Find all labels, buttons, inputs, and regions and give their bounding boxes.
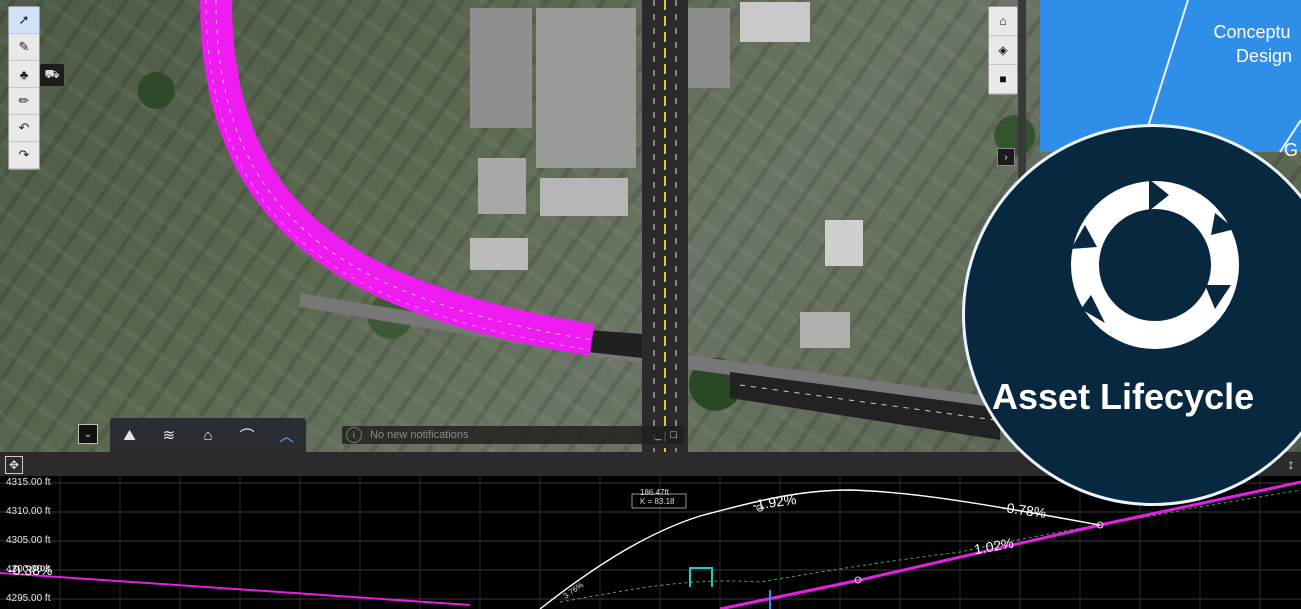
sketch-tool-icon[interactable]: ✏ [9, 88, 39, 115]
profile-alignment[interactable] [719, 480, 1301, 609]
view-cube-icon[interactable]: ◈ [989, 36, 1017, 65]
grade-label: -0.38% [8, 562, 53, 578]
curve-label-line: K = 83.18 [640, 497, 675, 506]
building-block [470, 238, 528, 270]
info-icon: i [346, 427, 362, 443]
asset-lifecycle-title: Asset Lifecycle [992, 376, 1255, 417]
elevation-label: 4295.00 ft [6, 593, 51, 604]
pvi-marker[interactable] [854, 576, 862, 584]
building-block [740, 2, 810, 42]
pvi-marker[interactable] [756, 504, 764, 512]
notification-window-controls[interactable]: _ □ [655, 429, 680, 441]
camera-icon[interactable]: ■ [989, 65, 1017, 94]
home-icon[interactable]: ⌂ [989, 7, 1017, 36]
building-block [540, 178, 628, 216]
layers-icon[interactable]: ≋ [162, 427, 176, 444]
vertical-curve-bracket [631, 493, 687, 509]
notification-text: No new notifications [370, 429, 469, 441]
building-block [800, 312, 850, 348]
elevation-label: 4305.00 ft [6, 535, 51, 546]
building-block [478, 158, 526, 214]
tool-palette: ➚✎♣✏↶↷ [8, 6, 40, 170]
view-controls: ⌂◈■ [988, 6, 1018, 95]
designed-road-segment [588, 330, 642, 358]
elevation-label: 4315.00 ft [6, 477, 51, 488]
parking-lot [536, 8, 636, 168]
elevation-label: 4300.00 ft [6, 564, 51, 575]
redo-tool-icon[interactable]: ↷ [9, 142, 39, 169]
map-overlay-svg [200, 0, 1001, 452]
elevation-label: 4310.00 ft [6, 506, 51, 517]
road-icon[interactable]: ⌒ [239, 427, 255, 445]
object-flyout-icon[interactable]: ⛟ [40, 64, 64, 86]
designed-road-segment [730, 372, 1000, 440]
undo-tool-icon[interactable]: ↶ [9, 115, 39, 142]
collapse-icon[interactable]: ︿ [278, 427, 294, 445]
notification-bar[interactable]: i No new notifications _ □ [342, 426, 684, 444]
expand-toolbar-button[interactable]: ⌄ [78, 424, 98, 444]
building-block [825, 220, 863, 266]
side-panel-toggle[interactable]: › [997, 148, 1015, 166]
road-corridor[interactable] [200, 0, 595, 356]
profile-alignment[interactable] [0, 572, 471, 606]
partial-phase-label: G [1284, 140, 1299, 160]
road-corridor-lanes [215, 0, 593, 341]
bottom-toolbar: ⛰ ≋ ⌂ ⌒ ︿ [110, 418, 306, 452]
building-icon[interactable]: ⌂ [203, 426, 213, 444]
move-icon[interactable]: ✥ [5, 456, 23, 474]
pvi-marker[interactable] [1096, 521, 1104, 529]
building-block [470, 8, 532, 128]
select-tool-icon[interactable]: ➚ [9, 7, 39, 34]
ground-line [559, 489, 1301, 603]
structure-marker [689, 567, 713, 587]
terrain-icon[interactable]: ⛰ [123, 426, 136, 444]
resize-icon[interactable]: ↕ [1287, 456, 1295, 472]
curve-label-line: 186.47ft [640, 488, 669, 497]
measure-tool-icon[interactable]: ✎ [9, 34, 39, 61]
objects-tool-icon[interactable]: ♣ [9, 61, 39, 88]
proposed-grade[interactable] [539, 489, 1101, 609]
conceptual-design-label: Conceptu Design [1213, 22, 1293, 66]
